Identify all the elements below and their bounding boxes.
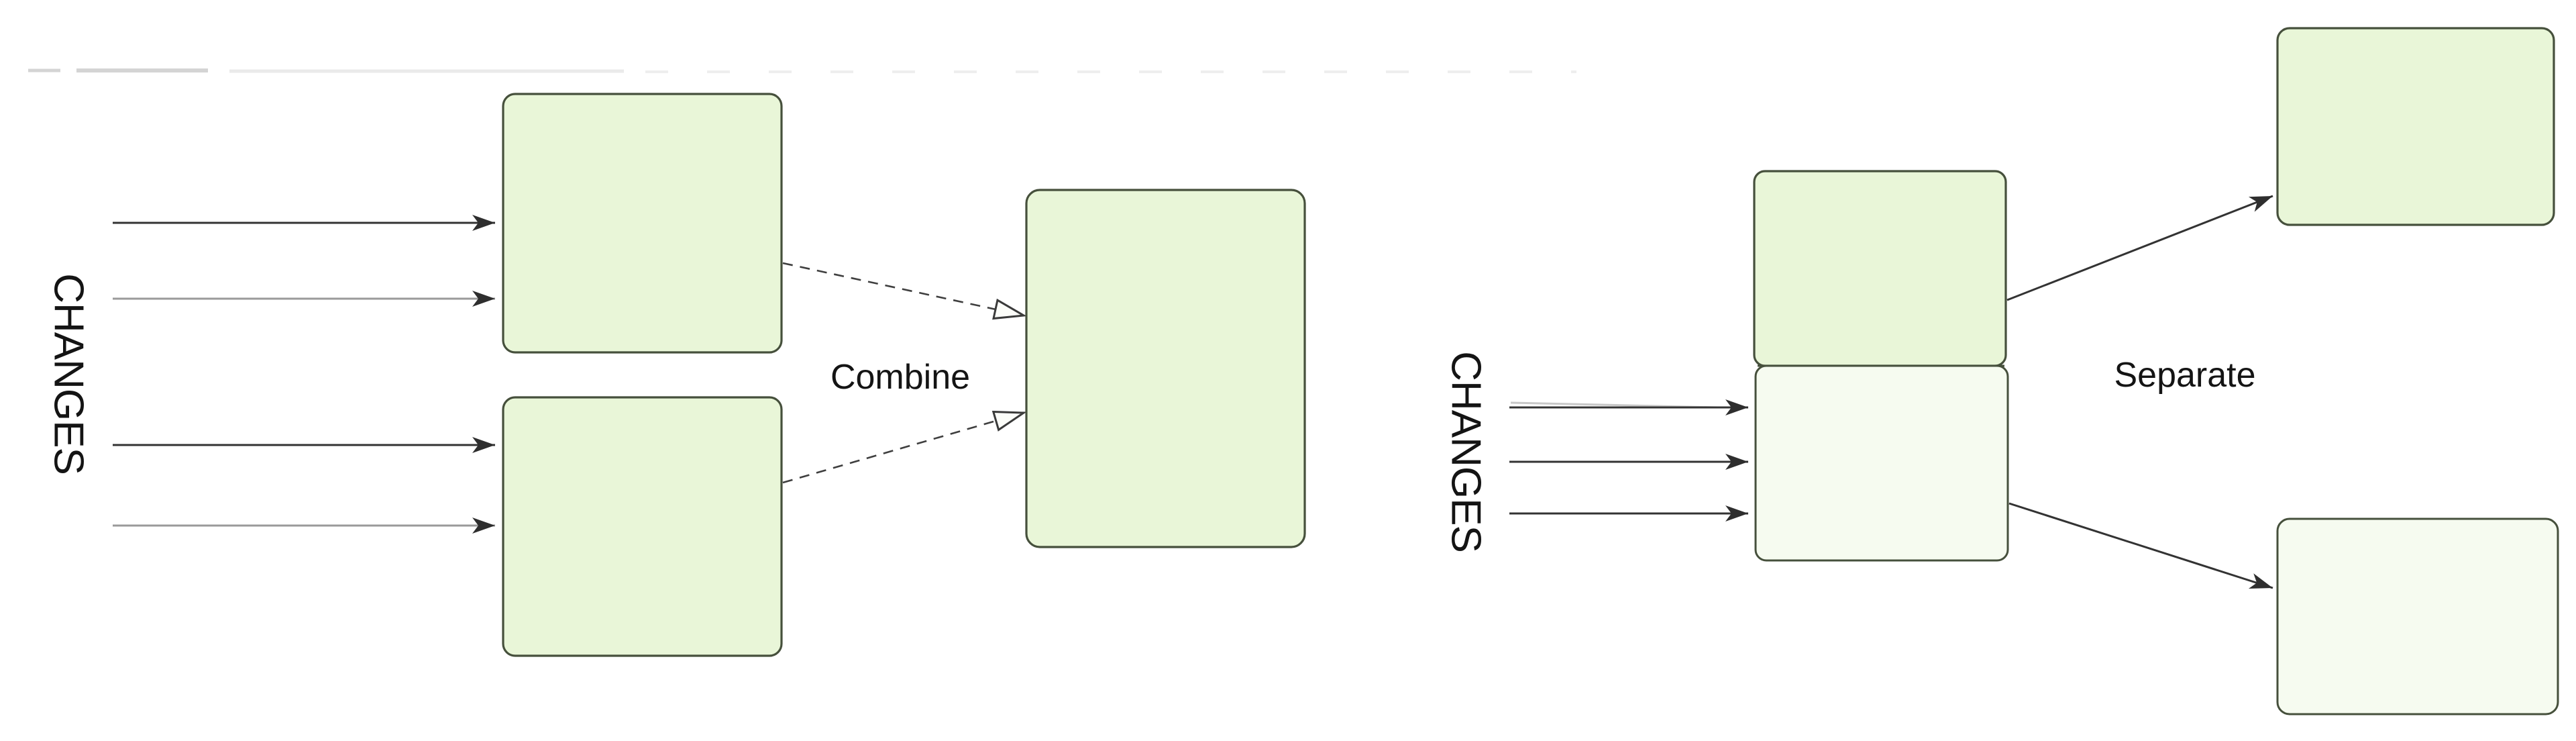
stacked-box-pale-part <box>1754 364 2009 562</box>
combine-diagram: CHANGES Combine <box>45 93 1306 657</box>
source-box-top <box>502 93 783 354</box>
combined-target-box <box>1025 189 1306 548</box>
separated-target-box-top <box>2276 27 2555 226</box>
changes-label-left: CHANGES <box>45 273 91 475</box>
separate-connector-down <box>2008 502 2273 589</box>
separate-label: Separate <box>2114 356 2255 395</box>
stacked-box-green-part <box>1753 170 2007 367</box>
separated-target-box-bottom <box>2276 517 2559 715</box>
separate-diagram: CHANGES Separate <box>1442 27 2559 715</box>
changes-label-right: CHANGES <box>1442 351 1489 552</box>
combine-connector-bottom <box>782 410 1027 484</box>
combine-connector-top <box>782 262 1027 320</box>
source-box-bottom <box>502 396 783 657</box>
combine-label: Combine <box>830 358 970 397</box>
artifact-smudge <box>28 68 1576 73</box>
separate-connector-up <box>2006 195 2273 301</box>
